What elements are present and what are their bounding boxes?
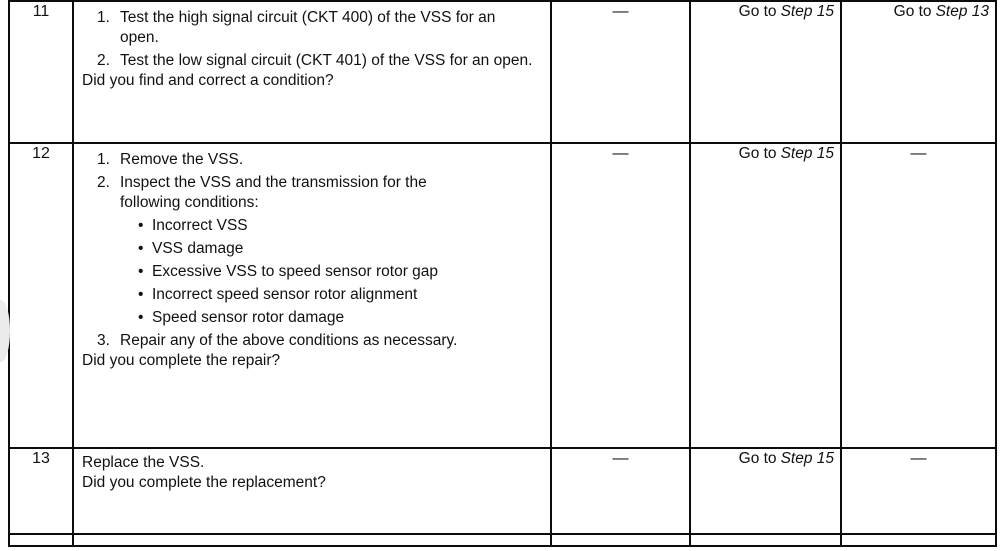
item-number: 2. [97,52,110,69]
bullet-item: • Incorrect speed sensor rotor alignment [138,285,540,305]
goto-step-ref: Step 13 [935,3,989,20]
bullet-item: • VSS damage [138,239,540,259]
yes-cell-cutoff [689,533,842,547]
action-cell-cutoff [72,533,552,547]
value-cell: — [550,447,691,535]
value-cell: — [550,0,691,144]
question-text: Did you find and correct a condition? [82,72,334,89]
item-number: 3. [97,332,110,349]
table-row-step-11: 11 1. Test the high signal circuit (CKT … [8,0,997,144]
goto-step-ref: Step 15 [780,3,834,20]
goto-step-ref: Step 15 [780,450,834,467]
item-text: Remove the VSS. [120,151,244,168]
item-number: 2. [97,174,110,191]
bullet-text: VSS damage [152,240,244,257]
value-cell: — [550,142,691,449]
goto-prefix: Go to [738,145,777,162]
bullet-text: Incorrect VSS [152,217,248,234]
goto-prefix: Go to [738,450,777,467]
action-item: 3. Repair any of the above conditions as… [97,331,540,351]
question-text: Did you complete the replacement? [82,474,326,491]
action-cell: 1. Remove the VSS. 2. Inspect the VSS an… [72,142,552,449]
item-text: Inspect the VSS and the transmission for… [120,174,427,211]
action-item: 2. Test the low signal circuit (CKT 401)… [97,51,540,71]
goto-prefix: Go to [738,3,777,20]
action-item: 1. Test the high signal circuit (CKT 400… [97,8,540,48]
goto-prefix: Go to [893,3,932,20]
scan-artifact [0,300,10,362]
question-text: Did you complete the repair? [82,352,281,369]
item-text: Repair any of the above conditions as ne… [120,332,458,349]
bullet-item: • Speed sensor rotor damage [138,308,540,328]
item-number: 1. [97,151,110,168]
step-cell-cutoff [8,533,74,547]
step-number: 13 [8,447,74,535]
no-cell: — [840,447,997,535]
bullet-item: • Incorrect VSS [138,216,540,236]
bullet-text: Excessive VSS to speed sensor rotor gap [152,263,439,280]
action-item: 1. Remove the VSS. [97,150,540,170]
item-number: 1. [97,9,110,26]
bullet-text: Speed sensor rotor damage [152,309,345,326]
bullet-item: • Excessive VSS to speed sensor rotor ga… [138,262,540,282]
diagnostic-table: 11 1. Test the high signal circuit (CKT … [8,0,997,547]
bullet-icon: • [138,309,144,326]
action-cell: Replace the VSS. Did you complete the re… [72,447,552,535]
table-row-step-12: 12 1. Remove the VSS. 2. Inspect the VSS… [8,142,997,449]
item-text: Test the high signal circuit (CKT 400) o… [120,9,496,46]
bullet-icon: • [138,286,144,303]
step-number: 12 [8,142,74,449]
item-text: Test the low signal circuit (CKT 401) of… [120,52,533,69]
goto-step-ref: Step 15 [780,145,834,162]
table-row-cutoff [8,533,997,547]
bullet-icon: • [138,240,144,257]
table-row-step-13: 13 Replace the VSS. Did you complete the… [8,447,997,535]
no-cell-cutoff [840,533,997,547]
action-text: Replace the VSS. [82,454,205,471]
step-number: 11 [8,0,74,144]
value-cell-cutoff [550,533,691,547]
bullet-icon: • [138,217,144,234]
bullet-icon: • [138,263,144,280]
bullet-text: Incorrect speed sensor rotor alignment [152,286,418,303]
action-item: 2. Inspect the VSS and the transmission … [97,173,540,213]
action-cell: 1. Test the high signal circuit (CKT 400… [72,0,552,144]
no-cell: — [840,142,997,449]
